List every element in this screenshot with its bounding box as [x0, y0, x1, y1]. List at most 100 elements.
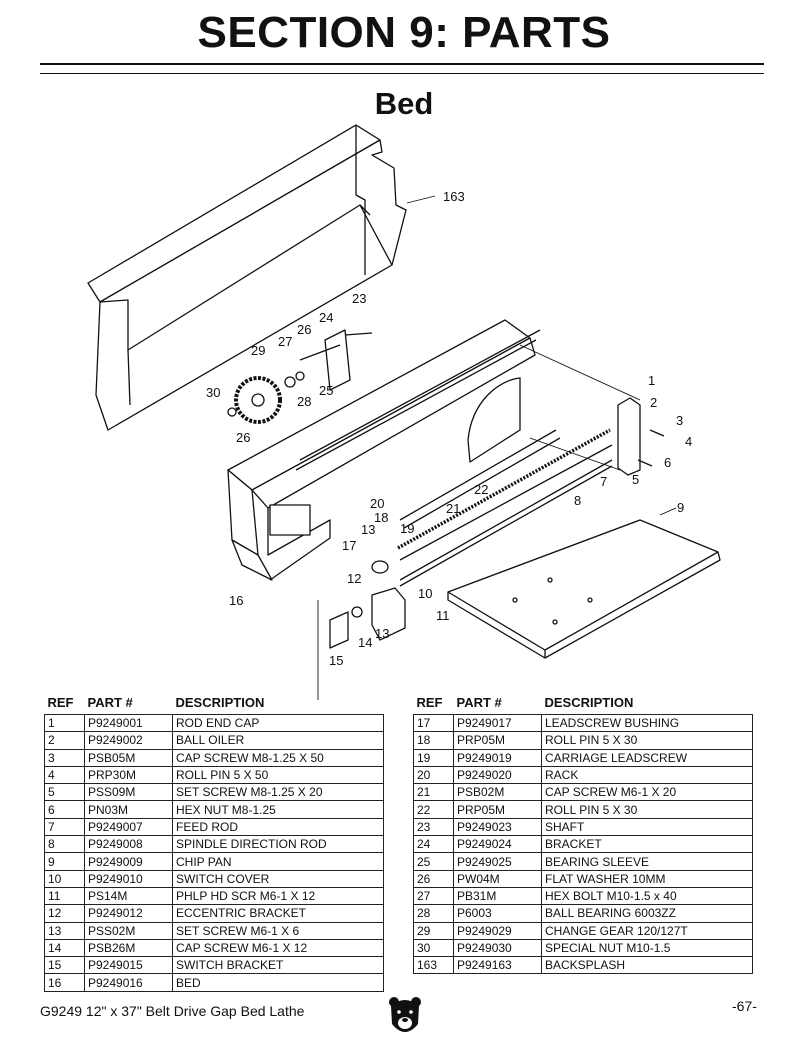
callout-label: 10 — [418, 586, 432, 601]
callout-label: 1 — [648, 373, 655, 388]
callout-label: 2 — [650, 395, 657, 410]
backsplash-part — [87, 124, 407, 431]
part-number-cell: P9249010 — [84, 869, 173, 888]
callout-label: 163 — [443, 189, 465, 204]
callout-label: 25 — [319, 383, 333, 398]
callout-label: 21 — [446, 501, 460, 516]
col-header-description: DESCRIPTION — [175, 695, 265, 710]
ref-cell: 23 — [413, 817, 454, 837]
callout-label: 11 — [436, 608, 450, 623]
callout-label: 12 — [347, 571, 361, 586]
ref-cell: 30 — [413, 938, 454, 958]
description-cell: SPINDLE DIRECTION ROD — [172, 835, 384, 854]
ref-cell: 26 — [413, 869, 454, 888]
callout-label: 13 — [375, 626, 389, 641]
col-header-description: DESCRIPTION — [544, 695, 634, 710]
part-number-cell: P9249016 — [84, 973, 173, 992]
change-gear-part — [227, 371, 305, 424]
ref-cell: 1 — [44, 713, 85, 733]
callout-label: 18 — [374, 510, 388, 525]
rod-end-cap-part — [617, 397, 665, 476]
chip-pan-part — [447, 519, 721, 659]
part-number-cell: P9249029 — [453, 921, 542, 940]
callout-label: 22 — [474, 482, 488, 497]
description-cell: SPECIAL NUT M10-1.5 — [541, 938, 753, 958]
part-number-cell: P9249017 — [453, 713, 542, 733]
callout-label: 30 — [206, 385, 220, 400]
part-number-cell: P9249023 — [453, 817, 542, 837]
callout-label: 3 — [676, 413, 683, 428]
description-cell: SHAFT — [541, 817, 753, 837]
col-header-ref: REF — [47, 695, 74, 710]
part-number-cell: P9249012 — [84, 904, 173, 923]
callout-label: 16 — [229, 593, 243, 608]
part-number-cell: P9249009 — [84, 852, 173, 871]
description-cell: CAP SCREW M6-1 X 12 — [172, 938, 384, 958]
part-number-cell: PW04M — [453, 869, 542, 888]
ref-cell: 15 — [44, 956, 85, 975]
bed-exploded-diagram: 163 23 24 26 27 29 30 28 25 26 1 2 3 4 6… — [87, 124, 721, 700]
description-cell: CHIP PAN — [172, 852, 384, 871]
callout-label: 19 — [400, 521, 414, 536]
description-cell: CAP SCREW M8-1.25 X 50 — [172, 748, 384, 767]
callout-label: 4 — [685, 434, 692, 449]
part-number-cell: PSS09M — [84, 783, 173, 802]
part-number-cell: P9249025 — [453, 852, 542, 871]
header-rule-thin — [40, 73, 764, 74]
section-title: SECTION 9: PARTS — [197, 8, 611, 57]
switch-assembly-part — [329, 560, 406, 649]
part-number-cell: PN03M — [84, 800, 173, 819]
ref-cell: 11 — [44, 886, 85, 906]
page-subtitle: Bed — [374, 86, 434, 121]
ref-cell: 18 — [413, 731, 454, 750]
ref-cell: 28 — [413, 904, 454, 923]
callout-label: 20 — [370, 496, 384, 511]
description-cell: SWITCH COVER — [172, 869, 384, 888]
ref-cell: 20 — [413, 765, 454, 785]
description-cell: ROLL PIN 5 X 50 — [172, 765, 384, 785]
callout-label: 26 — [236, 430, 250, 445]
part-number-cell: PB31M — [453, 886, 542, 906]
leader-lines — [317, 195, 677, 700]
col-header-ref: REF — [416, 695, 443, 710]
part-number-cell: PRP05M — [453, 800, 542, 819]
ref-cell: 21 — [413, 783, 454, 802]
description-cell: PHLP HD SCR M6-1 X 12 — [172, 886, 384, 906]
part-number-cell: P9249163 — [453, 956, 542, 975]
callout-label: 29 — [251, 343, 265, 358]
ref-cell: 6 — [44, 800, 85, 819]
bracket-part — [299, 329, 373, 391]
ref-cell: 3 — [44, 748, 85, 767]
part-number-cell: PSB02M — [453, 783, 542, 802]
description-cell: BALL BEARING 6003ZZ — [541, 904, 753, 923]
part-number-cell: P9249030 — [453, 938, 542, 958]
callout-label: 8 — [574, 493, 581, 508]
footer-model: G9249 12" x 37" Belt Drive Gap Bed Lathe — [40, 1003, 305, 1019]
part-number-cell: P9249007 — [84, 817, 173, 837]
description-cell: BED — [172, 973, 384, 992]
description-cell: FEED ROD — [172, 817, 384, 837]
description-cell: CAP SCREW M6-1 X 20 — [541, 783, 753, 802]
grizzly-bear-icon — [389, 997, 421, 1032]
